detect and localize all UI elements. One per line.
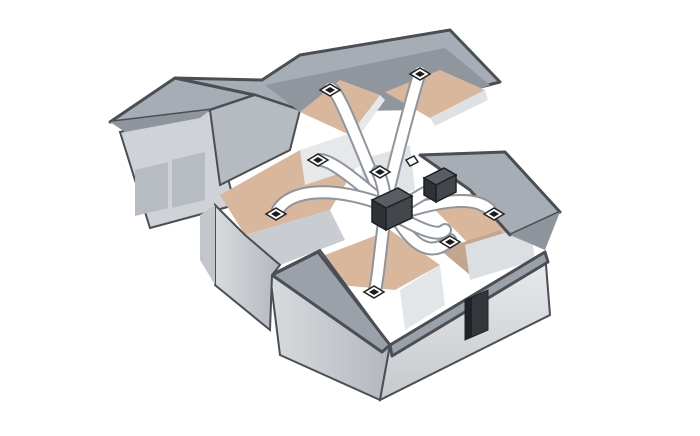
ceiling-outlet bbox=[482, 207, 506, 221]
ceiling-outlet bbox=[318, 83, 342, 97]
ceiling-outlets bbox=[264, 67, 506, 299]
ceiling-outlet bbox=[408, 67, 432, 81]
wall-control-panel bbox=[464, 289, 489, 341]
ceiling-outlet bbox=[306, 153, 330, 167]
ceiling-outlet bbox=[264, 207, 288, 221]
left-front-wall bbox=[200, 202, 282, 333]
ventilation-unit bbox=[370, 15, 414, 232]
garage-wing bbox=[108, 76, 257, 230]
ceiling-outlet bbox=[368, 165, 392, 179]
right-wing-roof bbox=[418, 150, 562, 250]
ceiling-outlet bbox=[404, 155, 420, 167]
ventilation-unit bbox=[422, 167, 458, 204]
ceiling-outlet bbox=[438, 235, 462, 249]
ceiling-outlet bbox=[362, 285, 386, 299]
